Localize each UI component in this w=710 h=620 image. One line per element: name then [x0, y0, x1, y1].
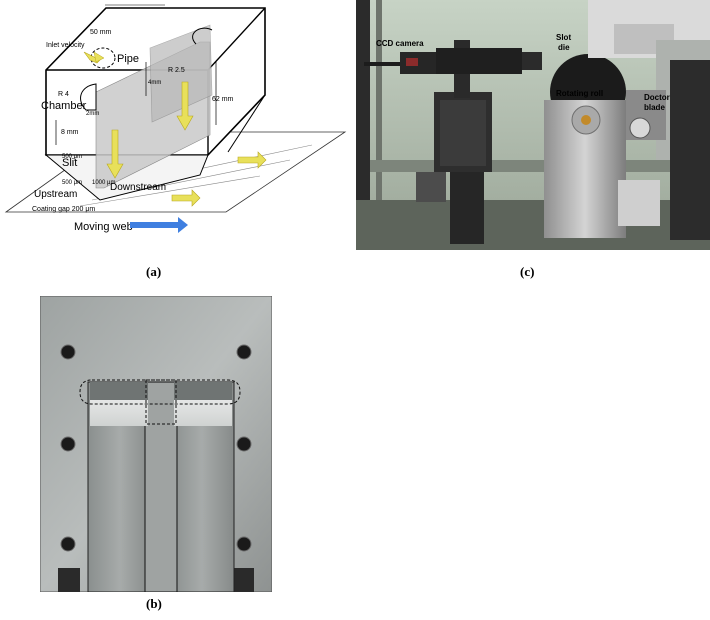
pipe-inlet — [90, 47, 116, 69]
slot-die-label-1: Slot — [556, 33, 571, 42]
radius-25-label: R 2.5 — [168, 67, 185, 74]
caption-b: (b) — [146, 596, 162, 611]
dim-8mm-label: 8 mm — [61, 129, 79, 136]
moving-web-arrow — [130, 217, 188, 233]
moving-web-label: Moving web — [74, 221, 133, 233]
caption-c: (c) — [520, 264, 535, 279]
rotating-roll-label: Rotating roll — [556, 89, 603, 98]
dim-1000um-label: 1000 μm — [92, 180, 115, 186]
dim-4mm-label: 4mm — [148, 80, 161, 86]
dim-62mm-label: 62 mm — [212, 96, 234, 103]
mounting-holes — [60, 344, 252, 552]
chamber-outline — [79, 379, 241, 405]
downstream-label: Downstream — [110, 182, 166, 193]
doctor-blade-label-1: Doctor — [644, 93, 670, 102]
slot-die-label-2: die — [558, 43, 570, 52]
caption-a: (a) — [146, 264, 162, 279]
experimental-setup-photo: CCD camera Slot die Rotating roll Doctor… — [356, 0, 710, 250]
dim-500um-b-label: 500 μm — [62, 180, 82, 186]
pipe-label: Pipe — [117, 53, 139, 65]
center-shim — [144, 381, 178, 593]
photo-panel-b — [39, 295, 273, 593]
schematic-panel-a: 50 mm Inlet velocity Pipe Chamber R 4 R … — [0, 0, 350, 260]
coating-gap-label: Coating gap 200 μm — [32, 206, 95, 213]
slot-die-schematic: 50 mm Inlet velocity Pipe Chamber R 4 R … — [4, 4, 347, 233]
upstream-label: Upstream — [34, 189, 77, 200]
photo-panel-c: CCD camera Slot die Rotating roll Doctor… — [356, 0, 710, 250]
doctor-blade-label-2: blade — [644, 103, 665, 112]
slit-label: Slit — [62, 157, 77, 169]
dim-width-label: 50 mm — [90, 29, 112, 36]
inlet-velocity-label: Inlet velocity — [46, 42, 85, 49]
flow-arrows — [83, 51, 267, 207]
dim-500um-label: 500 μm — [62, 154, 82, 160]
radius-4-label: R 4 — [58, 91, 69, 98]
ccd-camera-label: CCD camera — [376, 39, 424, 48]
die-half-photo — [39, 295, 273, 593]
camera-lens — [436, 48, 522, 74]
dim-2mm-label: 2mm — [86, 111, 99, 117]
chamber-label: Chamber — [41, 100, 87, 112]
